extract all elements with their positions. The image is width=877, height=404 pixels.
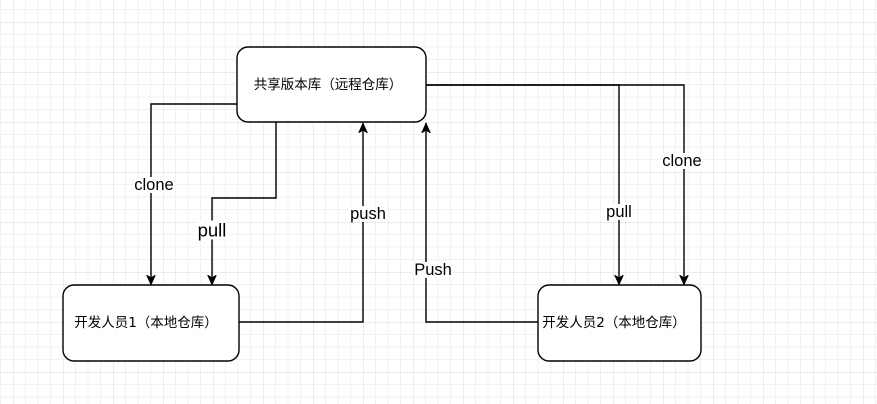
edge-label-clone-left: clone	[133, 176, 175, 194]
edge-label-text: clone	[662, 152, 701, 170]
label-background	[196, 220, 228, 240]
edge-pull-remote-to-dev1[interactable]: pull	[196, 122, 277, 285]
edge-label-clone-right: clone	[661, 152, 703, 170]
edge-label-pull-left: pull	[196, 220, 228, 241]
edge-label-push-left: push	[349, 205, 387, 223]
edge-clone-remote-to-dev2[interactable]: clone	[426, 84, 703, 285]
edge-label-pull-right: pull	[605, 203, 633, 221]
node-shape[interactable]	[537, 284, 702, 362]
edge-line[interactable]	[239, 123, 363, 323]
node-developer-1-local-repository[interactable]: 开发人员1（本地仓库）	[62, 284, 240, 362]
label-background	[133, 177, 175, 193]
edge-line[interactable]	[151, 103, 238, 285]
label-background	[413, 262, 453, 278]
node-shape[interactable]	[62, 284, 240, 362]
edge-label-text: Push	[414, 261, 452, 279]
node-label: 开发人员1（本地仓库）	[74, 315, 218, 331]
label-background	[661, 153, 703, 169]
edge-clone-remote-to-dev1[interactable]: clone	[133, 103, 238, 285]
edge-line[interactable]	[212, 122, 277, 285]
edge-label-text: push	[350, 205, 386, 223]
edge-line[interactable]	[426, 84, 684, 285]
edge-line[interactable]	[426, 123, 538, 323]
edge-label-text: clone	[134, 176, 173, 194]
edge-label-push-right: Push	[413, 261, 453, 279]
edge-push-dev2-to-remote[interactable]: Push	[413, 123, 538, 323]
node-label: 共享版本库（远程仓库）	[254, 76, 403, 93]
node-label: 开发人员2（本地仓库）	[542, 315, 686, 331]
edge-push-dev1-to-remote[interactable]: push	[239, 123, 387, 323]
edge-label-text: pull	[606, 203, 632, 221]
label-background	[349, 206, 387, 222]
node-remote-repository[interactable]: 共享版本库（远程仓库）	[236, 46, 427, 123]
node-developer-2-local-repository[interactable]: 开发人员2（本地仓库）	[537, 284, 702, 362]
node-shape[interactable]	[236, 46, 427, 123]
label-background	[605, 204, 633, 220]
edge-label-text: pull	[198, 220, 227, 241]
